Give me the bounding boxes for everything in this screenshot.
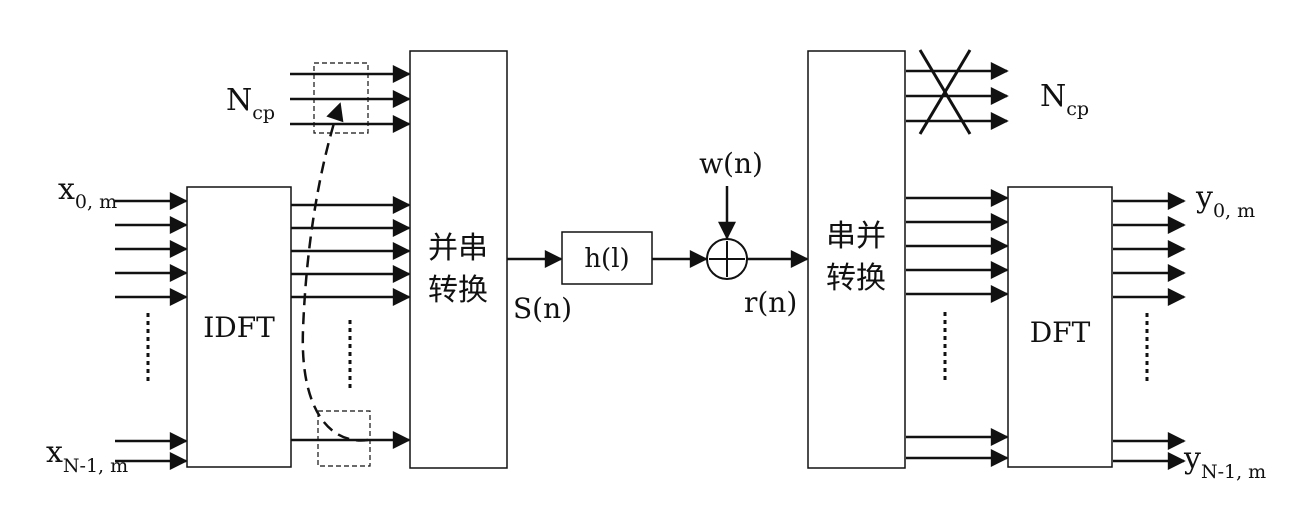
sp-label-line2: 转换	[826, 261, 886, 296]
w-n-label: w(n)	[699, 147, 763, 180]
ncp-rx-label: Ncp	[1040, 79, 1089, 120]
idft-input-arrows	[115, 192, 188, 470]
serial-to-parallel-block	[807, 50, 906, 469]
cp-dashed-box-top	[313, 62, 369, 134]
ncp-tx-label: Ncp	[226, 83, 275, 124]
cp-copy-arrow	[301, 102, 369, 442]
noise-adder	[706, 238, 748, 280]
parallel-to-serial-block	[409, 50, 508, 469]
idft-block	[186, 186, 292, 468]
idft-output-arrows	[291, 196, 411, 449]
s-n-label: S(n)	[513, 292, 572, 325]
dft-block	[1007, 186, 1113, 468]
channel-label: h(l)	[584, 244, 629, 274]
sp-label-line1: 串并	[826, 219, 886, 254]
r-n-label: r(n)	[744, 286, 797, 319]
idft-label: IDFT	[203, 311, 275, 344]
dft-label: DFT	[1030, 316, 1091, 349]
cp-input-arrows	[290, 65, 411, 133]
ps-label-line2: 转换	[428, 273, 488, 308]
dft-output-arrows	[1113, 192, 1186, 470]
x-first-label: x0, m	[58, 172, 117, 213]
cp-removal-cross	[918, 49, 972, 135]
ps-label-line1: 并串	[428, 231, 488, 266]
dft-input-arrows	[906, 189, 1009, 467]
cp-dashed-box-bottom	[317, 410, 371, 467]
y-last-label: yN-1, m	[1183, 441, 1266, 483]
y-first-label: y0, m	[1195, 180, 1255, 222]
x-last-label: xN-1, m	[46, 435, 128, 477]
